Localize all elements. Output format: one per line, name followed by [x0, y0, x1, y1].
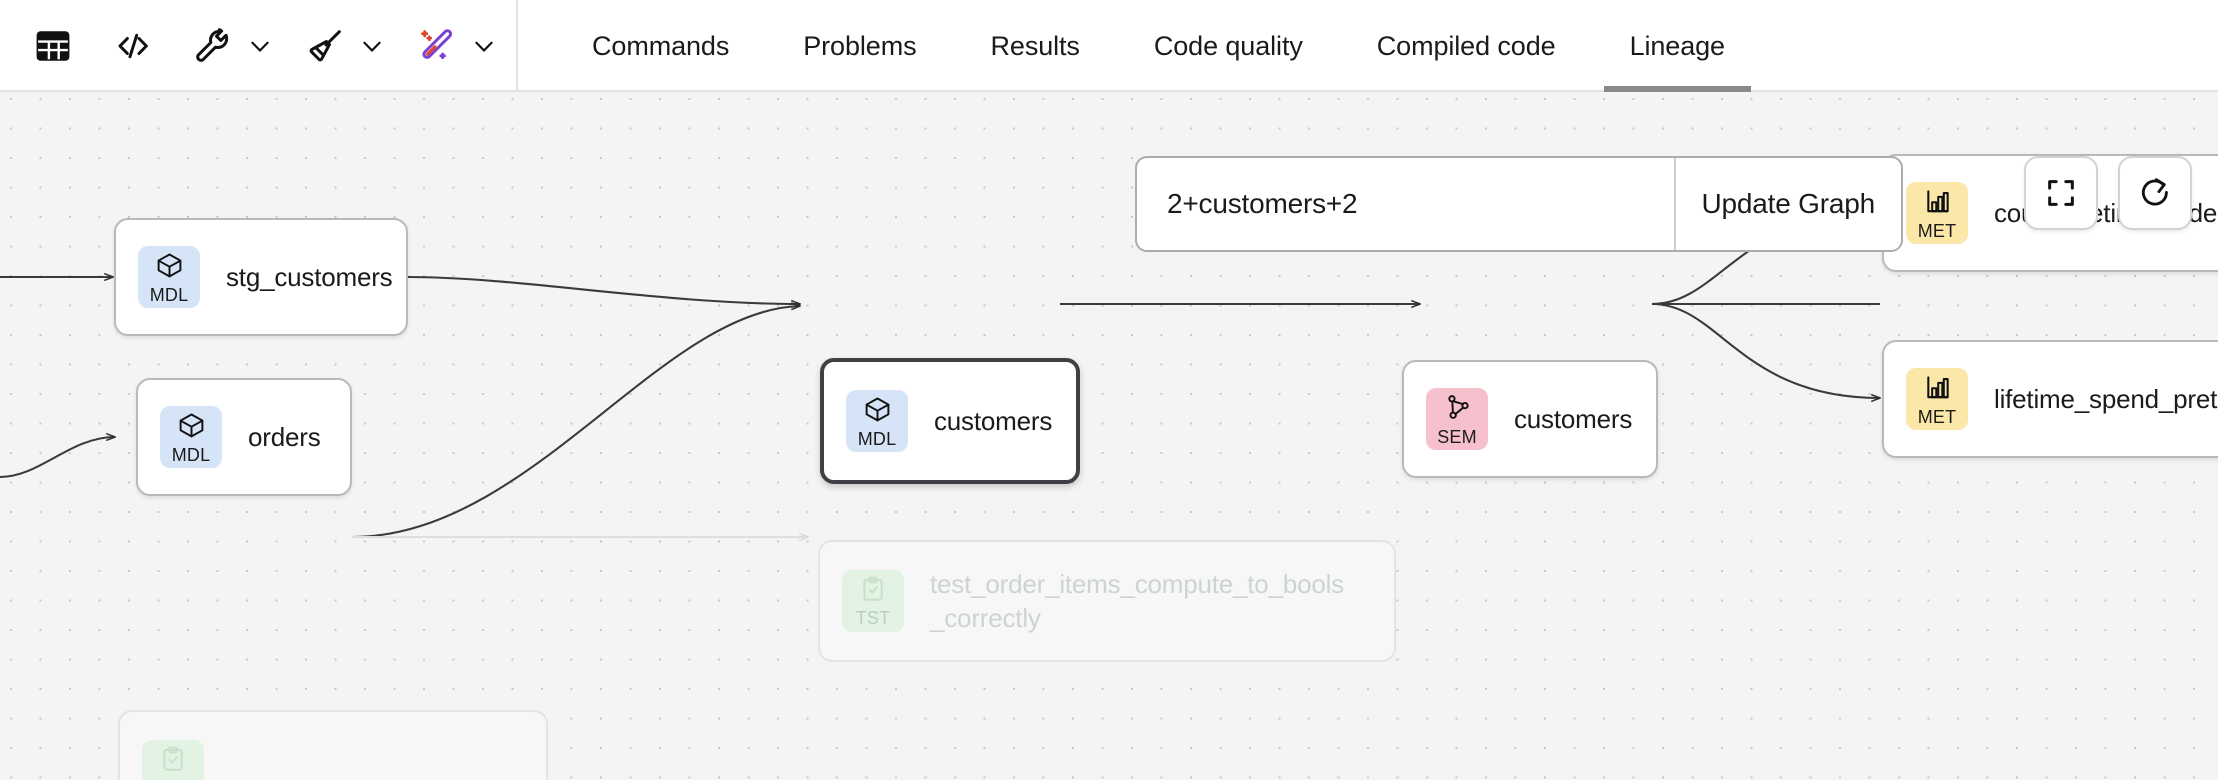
- node-kind-label: MDL: [857, 428, 897, 449]
- graph-search-input[interactable]: [1167, 188, 1674, 220]
- chevron-down-icon[interactable]: [464, 19, 504, 73]
- chevron-down-icon[interactable]: [352, 19, 392, 73]
- tab-label: Lineage: [1629, 30, 1726, 61]
- graph-search-input-wrap: [1137, 158, 1674, 250]
- clipboard-check-icon: [159, 745, 187, 778]
- cube-icon: [863, 395, 892, 429]
- graph-control-group: [2024, 156, 2192, 230]
- search-divider: [1673, 158, 1676, 250]
- edge-orders-to-customers: [351, 302, 801, 539]
- magic-wand-icon[interactable]: [410, 19, 464, 73]
- network-nodes-icon: [1443, 393, 1472, 427]
- tab-commands[interactable]: Commands: [562, 0, 759, 92]
- node-kind-label: MDL: [149, 284, 189, 305]
- node-kind-label: MET: [1917, 406, 1957, 427]
- bar-chart-icon: [1923, 187, 1952, 221]
- node-kind-label: MET: [1917, 220, 1957, 241]
- node-customers-model[interactable]: MDL customers: [820, 358, 1080, 484]
- node-kind-badge: MET: [1906, 368, 1968, 430]
- node-kind-badge: MDL: [160, 406, 222, 468]
- cube-icon: [177, 411, 206, 445]
- tab-label: Commands: [592, 30, 730, 61]
- node-kind-label: TST: [855, 608, 891, 628]
- node-stg-customers[interactable]: MDL stg_customers: [114, 218, 408, 336]
- edge-semantic-to-lifetime-spend: [1651, 302, 1881, 402]
- cube-icon: [155, 251, 184, 285]
- node-kind-label: MDL: [171, 444, 211, 465]
- node-label: customers: [934, 406, 1053, 436]
- tab-results[interactable]: Results: [961, 0, 1110, 92]
- edge-in-orders: [0, 433, 116, 479]
- node-lifetime-spend-pretax[interactable]: MET lifetime_spend_pretax: [1882, 340, 2218, 458]
- node-kind-label: SEM: [1437, 426, 1477, 447]
- node-kind-badge: MET: [1906, 182, 1968, 244]
- node-kind-badge: TST: [842, 570, 904, 632]
- node-label: customers: [1514, 404, 1633, 434]
- table-icon[interactable]: [26, 19, 80, 73]
- editor-toolbar: Commands Problems Results Code quality C…: [0, 0, 2218, 92]
- wrench-icon[interactable]: [186, 19, 240, 73]
- refresh-button[interactable]: [2118, 156, 2192, 230]
- node-kind-badge: MDL: [138, 246, 200, 308]
- broom-icon[interactable]: [298, 19, 352, 73]
- node-label: stg_customers: [226, 262, 393, 292]
- graph-search-bar: Update Graph: [1135, 156, 1903, 252]
- tab-lineage[interactable]: Lineage: [1600, 0, 1755, 92]
- node-test-order-items[interactable]: TST test_order_items_compute_to_bools _c…: [818, 540, 1396, 662]
- node-label: orders: [248, 422, 321, 452]
- bar-chart-icon: [1923, 373, 1952, 407]
- node-kind-badge: MDL: [846, 390, 908, 452]
- node-test-bottom-partial[interactable]: TST: [118, 710, 548, 780]
- tab-code-quality[interactable]: Code quality: [1124, 0, 1333, 92]
- node-kind-badge: TST: [142, 740, 204, 780]
- toolbar-icon-group: [0, 0, 504, 92]
- tab-problems[interactable]: Problems: [773, 0, 946, 92]
- editor-tabs: Commands Problems Results Code quality C…: [518, 0, 1755, 92]
- edge-stg-to-customers: [406, 275, 801, 308]
- tab-label: Results: [990, 30, 1080, 61]
- update-graph-button[interactable]: Update Graph: [1675, 158, 1901, 250]
- tab-compiled-code[interactable]: Compiled code: [1347, 0, 1586, 92]
- tab-label: Code quality: [1153, 30, 1303, 61]
- clipboard-check-icon: [859, 575, 887, 608]
- node-label: test_order_items_compute_to_bools _corre…: [930, 569, 1344, 633]
- node-orders[interactable]: MDL orders: [136, 378, 352, 496]
- toolbar-divider: [516, 0, 518, 90]
- code-icon[interactable]: [106, 19, 160, 73]
- node-label: lifetime_spend_pretax: [1994, 384, 2218, 414]
- chevron-down-icon[interactable]: [240, 19, 280, 73]
- node-kind-badge: SEM: [1426, 388, 1488, 450]
- tab-label: Problems: [803, 30, 917, 61]
- node-customers-semantic[interactable]: SEM customers: [1402, 360, 1658, 478]
- fit-view-button[interactable]: [2024, 156, 2098, 230]
- tab-label: Compiled code: [1376, 30, 1556, 61]
